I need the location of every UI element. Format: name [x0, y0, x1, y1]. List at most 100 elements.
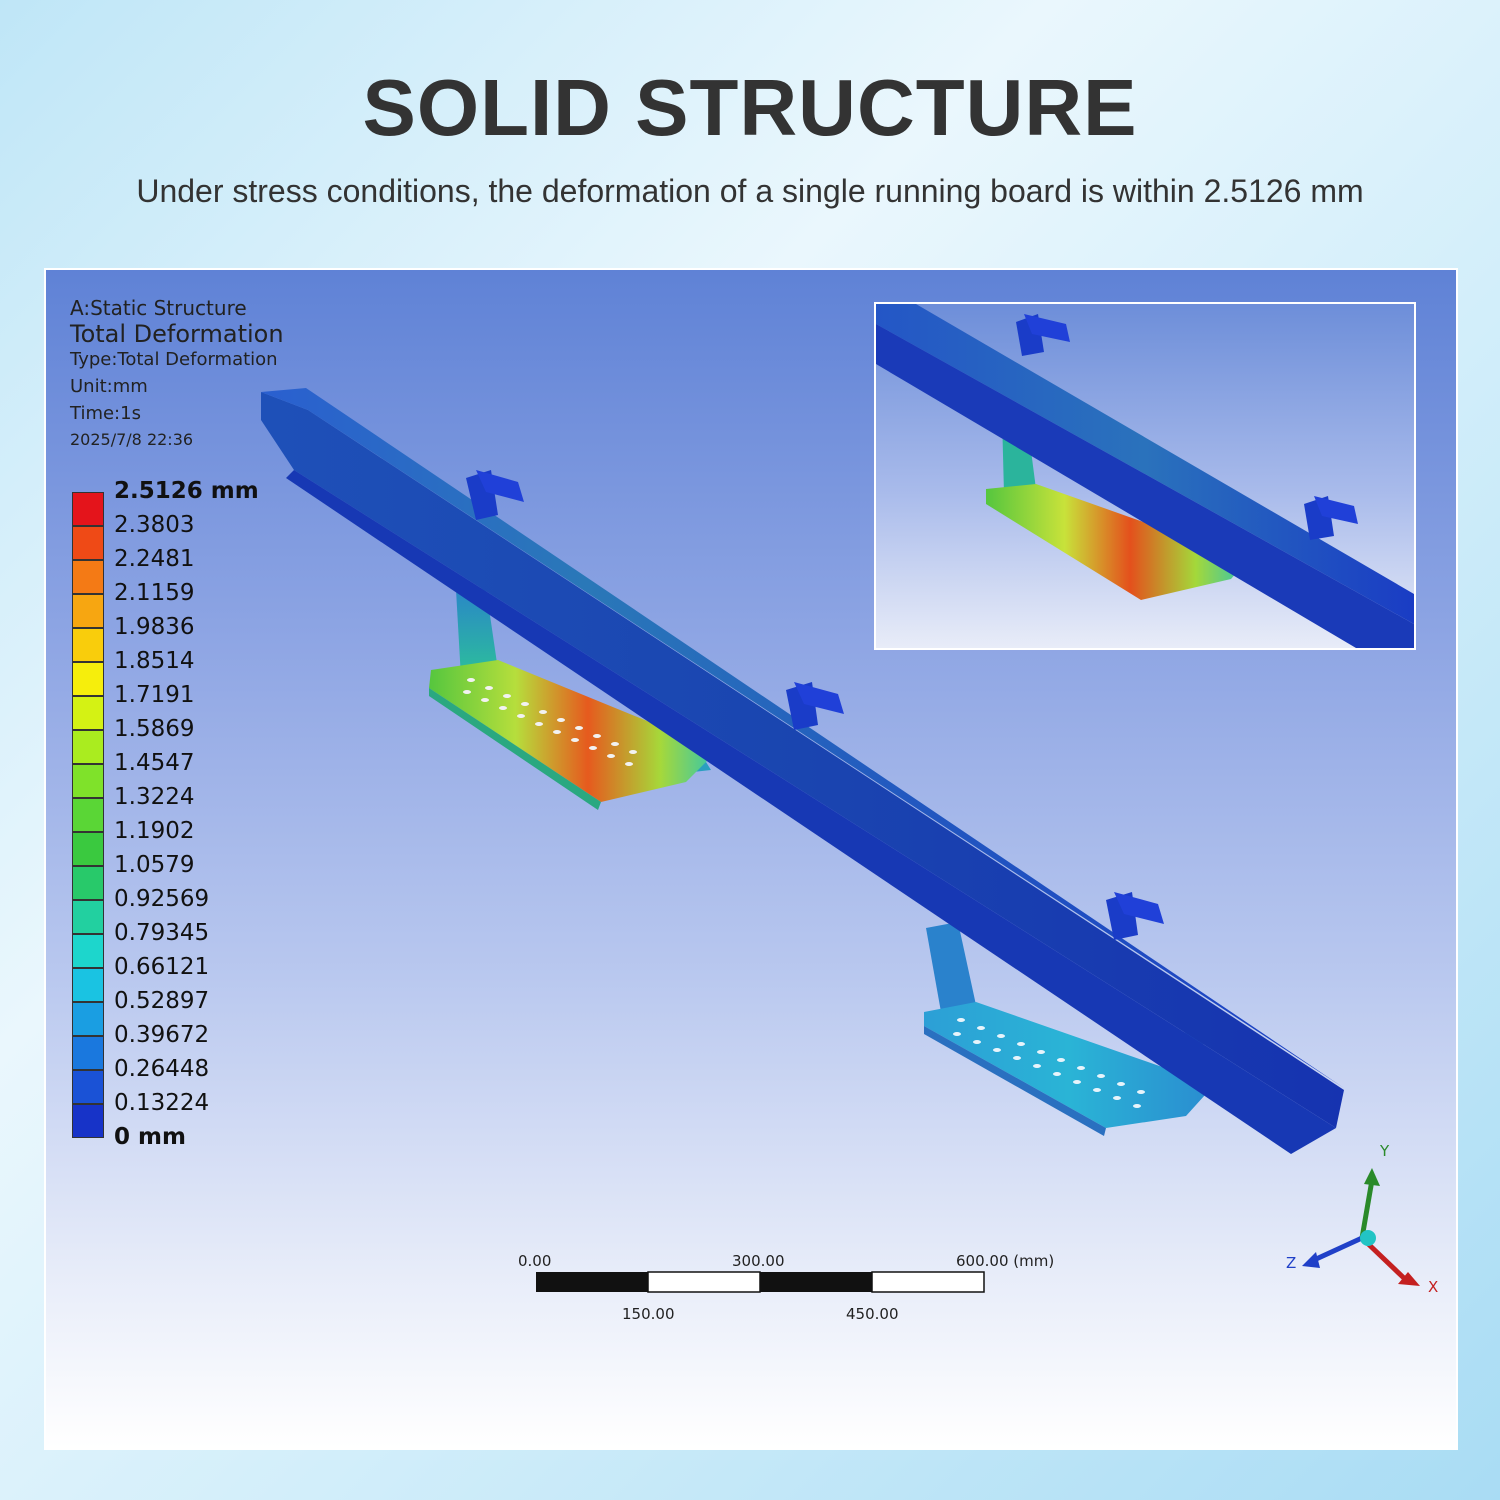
step-hole	[1073, 1080, 1081, 1084]
axis-triad	[1302, 1168, 1420, 1286]
step-hole	[521, 702, 529, 706]
inset-mount-bracket-2	[1304, 496, 1358, 540]
legend-label: 2.3803	[114, 512, 195, 538]
legend-swatch	[72, 900, 104, 934]
step-hole	[467, 678, 475, 682]
legend-label: 0.13224	[114, 1090, 210, 1116]
result-time: Time:1s	[70, 403, 141, 424]
step-hole	[1133, 1104, 1141, 1108]
step-hole	[1077, 1066, 1085, 1070]
legend-swatch	[72, 968, 104, 1002]
step-hole	[957, 1018, 965, 1022]
step2-holes	[953, 1018, 1145, 1108]
axis-label-z: Z	[1286, 1254, 1297, 1272]
step-hole	[1113, 1096, 1121, 1100]
legend-swatch	[72, 628, 104, 662]
step2-rear-bracket	[926, 922, 976, 1012]
analysis-system: A:Static Structure	[70, 296, 247, 320]
legend-swatch	[72, 1002, 104, 1036]
step-hole	[611, 742, 619, 746]
model-view	[261, 388, 1420, 1293]
legend-swatch	[72, 1036, 104, 1070]
step-hole	[485, 686, 493, 690]
simulation-panel: A:Static Structure Total Deformation Typ…	[44, 268, 1458, 1450]
step-hole	[1117, 1082, 1125, 1086]
y-axis-arrow	[1359, 1179, 1375, 1239]
result-date: 2025/7/8 22:36	[70, 430, 194, 449]
z-axis-arrow	[1312, 1235, 1364, 1263]
legend-swatch	[72, 730, 104, 764]
legend-label: 1.0579	[114, 852, 195, 878]
legend-label: 1.8514	[114, 648, 195, 674]
step-hole	[977, 1026, 985, 1030]
step2-edge	[924, 1026, 1106, 1136]
scale-bar	[536, 1271, 985, 1293]
legend-swatch	[72, 560, 104, 594]
step-hole	[629, 750, 637, 754]
main-rail-side	[261, 392, 1344, 1128]
page-subtitle: Under stress conditions, the deformation…	[136, 173, 1364, 209]
step-hole	[539, 710, 547, 714]
step-hole	[625, 762, 633, 766]
step-hole	[503, 694, 511, 698]
legend-swatch	[72, 1104, 104, 1138]
legend-swatch	[72, 492, 104, 526]
step1-plate	[429, 660, 718, 802]
page-title: SOLID STRUCTURE	[362, 63, 1138, 152]
legend-label: 1.3224	[114, 784, 195, 810]
legend-label: 0.79345	[114, 920, 210, 946]
axis-label-x: X	[1428, 1278, 1439, 1296]
legend-label: 2.1159	[114, 580, 195, 606]
legend-swatch	[72, 662, 104, 696]
legend-swatch	[72, 798, 104, 832]
step-hole	[997, 1034, 1005, 1038]
inset-mount-bracket-1	[1016, 314, 1070, 356]
step-hole	[557, 718, 565, 722]
step2-plate	[924, 1002, 1214, 1128]
legend-label: 0.39672	[114, 1022, 210, 1048]
step1-edge	[429, 688, 601, 810]
inset-model-view	[876, 304, 1414, 648]
scale-label-0: 0.00	[518, 1252, 552, 1270]
step-hole	[463, 690, 471, 694]
result-type: Type:Total Deformation	[70, 349, 278, 370]
scale-label-300: 300.00	[732, 1252, 785, 1270]
step-hole	[953, 1032, 961, 1036]
step-hole	[1013, 1056, 1021, 1060]
step-hole	[1093, 1088, 1101, 1092]
origin-sphere	[1360, 1230, 1376, 1246]
legend-swatch	[72, 526, 104, 560]
legend-swatch	[72, 594, 104, 628]
step-hole	[1053, 1072, 1061, 1076]
step-hole	[499, 706, 507, 710]
legend-label: 1.9836	[114, 614, 195, 640]
legend-label: 1.4547	[114, 750, 195, 776]
legend-swatch	[72, 866, 104, 900]
legend-swatch	[72, 696, 104, 730]
step-hole	[575, 726, 583, 730]
scale-label-450: 450.00	[846, 1305, 899, 1323]
legend-label: 0 mm	[114, 1124, 186, 1150]
step-hole	[993, 1048, 1001, 1052]
step-hole	[1057, 1058, 1065, 1062]
inset-rail-side	[876, 324, 1414, 648]
step-hole	[1017, 1042, 1025, 1046]
legend-label: 0.52897	[114, 988, 210, 1014]
step-hole	[1033, 1064, 1041, 1068]
step-hole	[571, 738, 579, 742]
legend-swatch	[72, 832, 104, 866]
step1-holes	[463, 678, 637, 766]
step-hole	[589, 746, 597, 750]
step-hole	[1097, 1074, 1105, 1078]
running-board-model	[261, 388, 1344, 1154]
inset-rail-top	[876, 304, 1414, 624]
legend-swatch	[72, 764, 104, 798]
legend-label: 1.7191	[114, 682, 195, 708]
legend-swatch	[72, 1070, 104, 1104]
step-hole	[553, 730, 561, 734]
inset-zoom-view	[874, 302, 1416, 650]
mount-bracket-1	[466, 470, 524, 520]
step-hole	[1037, 1050, 1045, 1054]
legend-label: 1.5869	[114, 716, 195, 742]
scale-label-150: 150.00	[622, 1305, 675, 1323]
